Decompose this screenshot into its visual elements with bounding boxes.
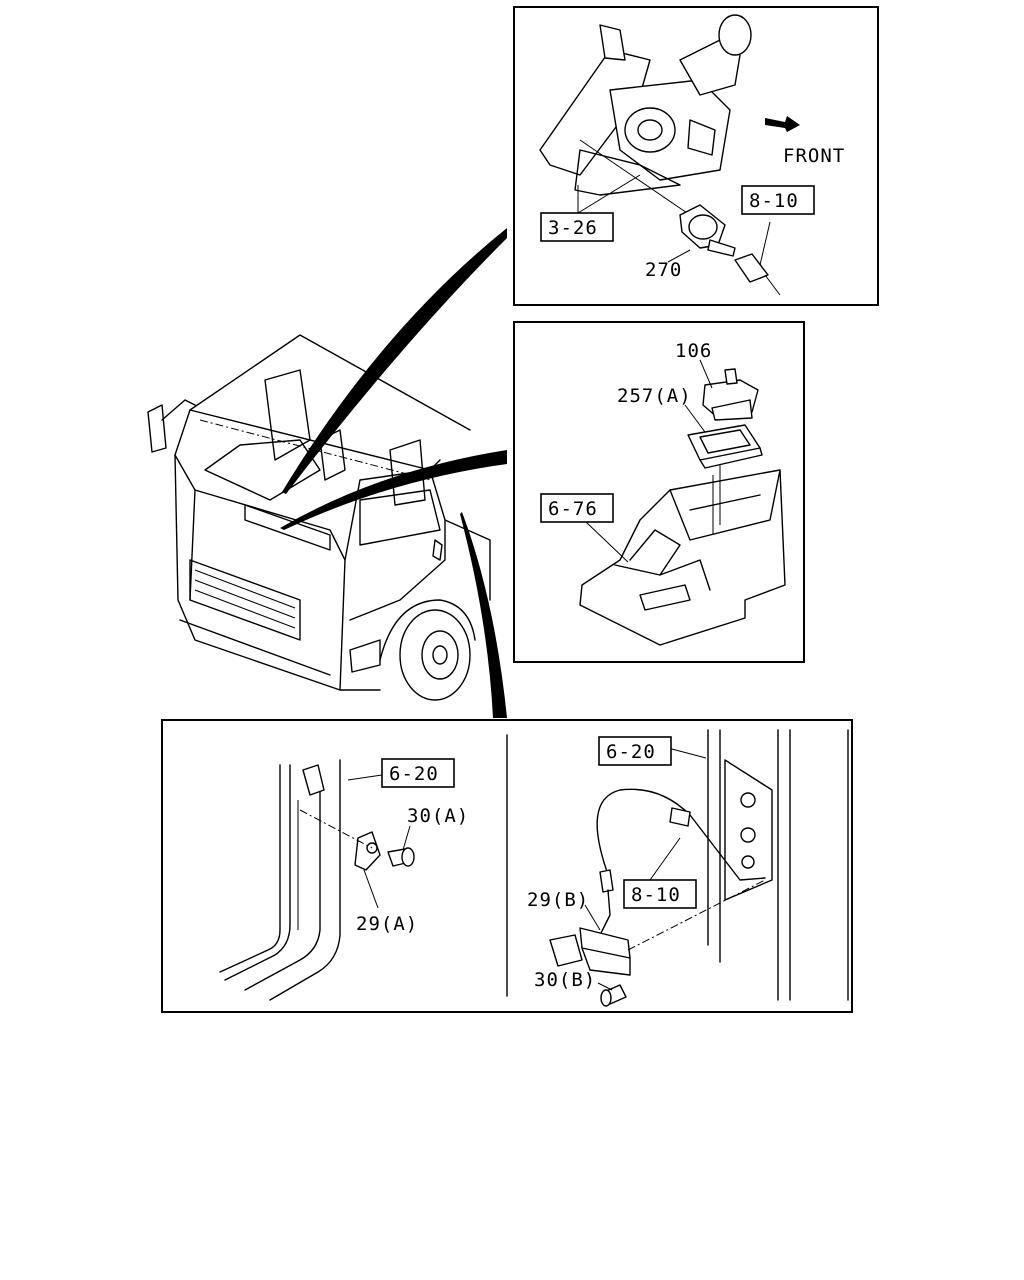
part-29b-switch (549, 927, 631, 976)
part-30b-screw (600, 984, 627, 1007)
ref-6-76: 6-76 (548, 498, 598, 520)
part-29a-switch (354, 831, 381, 871)
ref-8-10-bottom: 8-10 (631, 884, 681, 906)
callout-leaders (280, 228, 507, 718)
ref-box-8-10 (741, 185, 815, 215)
arrow-right-icon (765, 116, 800, 132)
part-label-29b: 29(B) (527, 889, 589, 911)
ref-box-8-10-bottom (623, 879, 697, 909)
part-label-29a: 29(A) (356, 913, 418, 935)
part-label-270: 270 (645, 259, 682, 281)
ref-6-20-right: 6-20 (606, 741, 656, 763)
ref-box-6-20-left (381, 758, 455, 788)
front-label: FRONT (783, 145, 845, 167)
part-106-switch (702, 368, 759, 421)
master-cylinder-assembly (539, 14, 752, 196)
ref-3-26: 3-26 (548, 217, 598, 239)
part-label-30b: 30(B) (534, 969, 596, 991)
console-assembly (579, 469, 786, 646)
door-edge-right (707, 729, 849, 1001)
ref-8-10-top: 8-10 (749, 190, 799, 212)
part-257a-bezel (687, 424, 763, 469)
part-270-switch (679, 204, 736, 257)
truck-cab-illustration (147, 334, 491, 701)
bottom-panel: 6-20 30(A) 29(A) (161, 719, 853, 1013)
part-30a-screw (387, 847, 415, 867)
ref-box-3-26 (540, 212, 614, 242)
top-panel: FRONT 3-26 8-10 270 (513, 6, 879, 306)
front-direction-indicator: FRONT (765, 116, 845, 167)
part-label-106: 106 (675, 340, 712, 362)
ref-box-6-76 (540, 493, 614, 523)
part-label-257a: 257(A) (617, 385, 692, 407)
middle-panel: 106 257(A) 6-76 (513, 321, 805, 663)
ref-6-20-left: 6-20 (389, 763, 439, 785)
ref-box-6-20-right (598, 736, 672, 766)
part-label-30a: 30(A) (407, 805, 469, 827)
door-frame-left (219, 759, 341, 1001)
